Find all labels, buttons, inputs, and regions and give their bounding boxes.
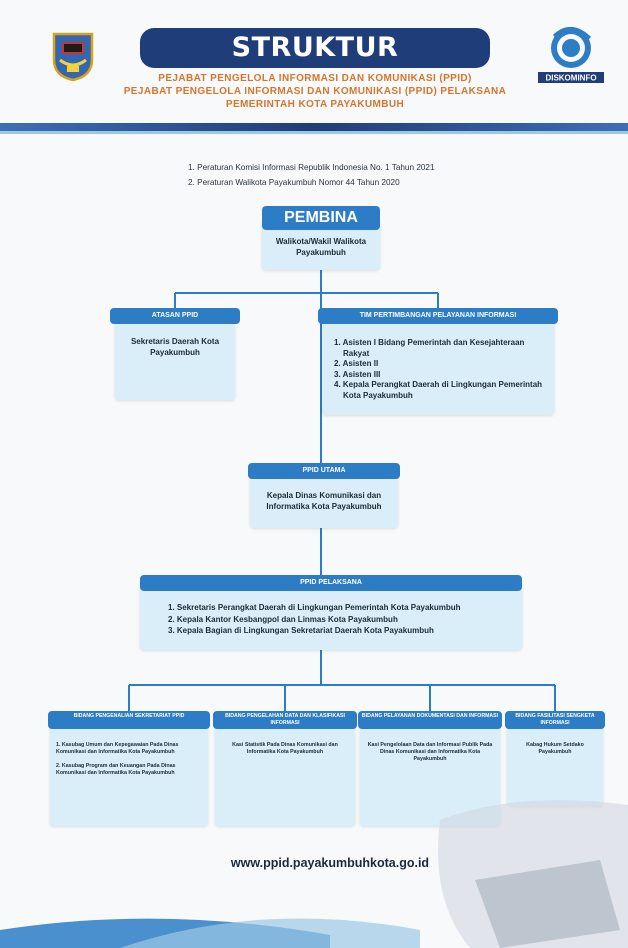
payakumbuh-emblem-icon [52,32,94,82]
subtitle-line-2: PEJABAT PENGELOLA INFORMASI DAN KOMUNIKA… [123,86,507,97]
reference-2: 2. Peraturan Walikota Payakumbuh Nomor 4… [188,178,400,187]
reference-1: 1. Peraturan Komisi Informasi Republik I… [188,163,435,172]
bidang-2-box [215,716,355,826]
tim-item: 1. Asisten I Bidang Pemerintah dan Kesej… [334,338,525,358]
bidang-4-body: Kabag Hukum Setdako Payakumbuh [526,742,584,755]
tim-list: 1. Asisten I Bidang Pemerintah dan Kesej… [334,338,549,401]
pelaksana-list: 1. Sekretaris Perangkat Daerah di Lingku… [168,602,518,637]
pelaksana-item: 2. Kepala Kantor Kesbangpol dan Linmas K… [168,614,398,624]
tim-title: TIM PERTIMBANGAN PELAYANAN INFORMASI [318,308,558,324]
atasan-title: ATASAN PPID [110,308,240,324]
pelaksana-item: 3. Kepala Bagian di Lingkungan Sekretari… [168,626,434,635]
bidang-1-box [50,716,208,826]
atasan-body: Sekretaris Daerah Kota Payakumbuh [130,337,220,357]
atasan-box [115,315,235,400]
bidang-2-title: BIDANG PENGELAHAN DATA DAN KLASIFIKASI I… [213,711,357,729]
wave-shape [120,918,420,948]
bidang-2-body: Kasi Statistik Pada Dinas Komunikasi dan… [232,742,338,755]
bidang-3-box [360,716,500,826]
utama-title: PPID UTAMA [248,463,400,479]
subtitle-line-3: PEMERINTAH KOTA PAYAKUMBUH [225,99,405,110]
page-title: STRUKTUR ORGANISASI [140,28,490,103]
tim-item: 2. Asisten II [334,359,379,368]
header-band [0,123,628,131]
tim-box [322,315,554,415]
bidang-3-body: Kasi Pengelolaan Data dan Informasi Publ… [367,742,493,762]
bidang-4-box [507,716,603,806]
pelaksana-box [140,580,522,650]
tim-item: 4. Kepala Perangkat Daerah di Lingkungan… [334,380,543,400]
pembina-body: Walikota/Wakil Walikota Payakumbuh [275,237,367,257]
tim-item: 3. Asisten III [334,369,381,379]
laptop-keyboard-shape [475,860,620,948]
website-url: www.ppid.payakumbuhkota.go.id [230,856,430,870]
pelaksana-title: PPID PELAKSANA [140,575,522,591]
utama-body: Kepala Dinas Komunikasi dan Informatika … [266,491,382,511]
bidang-1-title: BIDANG PENGENALIAN SEKRETARIAT PPID [48,711,210,729]
references: 1. Peraturan Komisi Informasi Republik I… [188,160,435,190]
header-band-accent [0,131,628,134]
header: STRUKTUR ORGANISASI PEJABAT PENGELOLA IN… [0,0,628,125]
bidang-1-body: 1. Kasubag Umum dan Kepegawaian Pada Din… [56,742,179,776]
bidang-4-title: BIDANG FASILITASI SENGKETA INFORMASI [505,711,605,729]
diskominfo-logo-text: DISKOMINFO [545,74,596,83]
pelaksana-item: 1. Sekretaris Perangkat Daerah di Lingku… [168,603,461,612]
pembina-title: PEMBINA [262,206,380,230]
subtitle-line-1: PEJABAT PENGELOLA INFORMASI DAN KOMUNIKA… [158,73,472,84]
diskominfo-logo-icon: DISKOMINFO [538,27,604,83]
bidang-3-title: BIDANG PELAYANAN DOKUMENTASI DAN INFORMA… [358,711,502,729]
